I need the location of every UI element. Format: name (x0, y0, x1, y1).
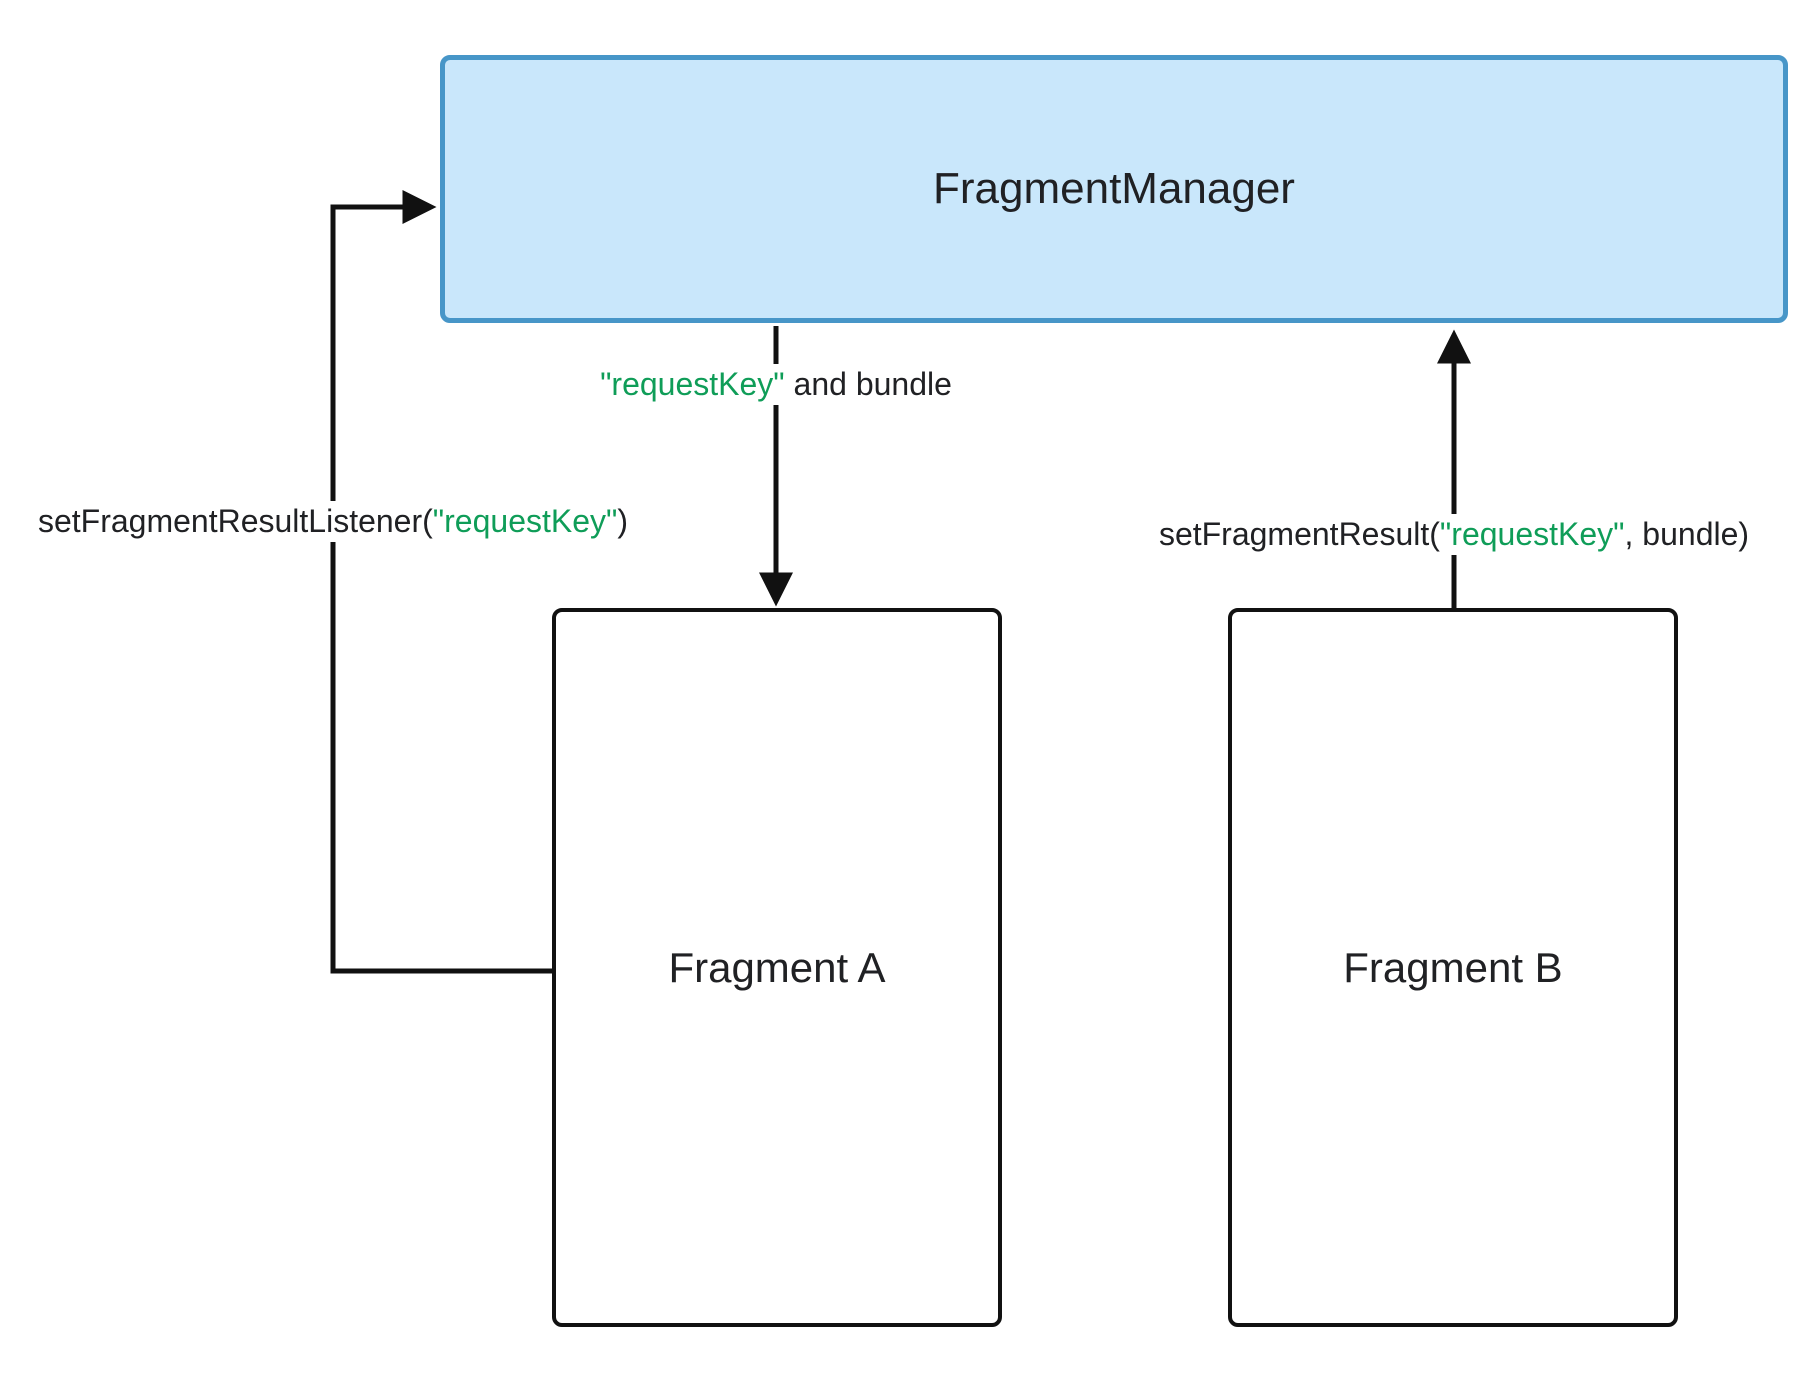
label-suffix-text: , bundle) (1624, 516, 1750, 552)
fragment-a-title: Fragment A (668, 943, 886, 991)
requestkey-green-text: "requestKey" (600, 366, 785, 402)
label-prefix-text: setFragmentResultListener( (37, 503, 433, 539)
fragment-manager-box: FragmentManager (440, 55, 1788, 323)
fragment-manager-title: FragmentManager (933, 164, 1295, 213)
label-suffix-text: and bundle (784, 366, 952, 402)
fragment-b-title: Fragment B (1343, 943, 1563, 991)
label-suffix-text: ) (617, 503, 629, 539)
requestkey-green-text: "requestKey" (432, 503, 618, 539)
label-prefix-text: setFragmentResult( (1158, 516, 1440, 552)
label-set-fragment-result: setFragmentResult("requestKey", bundle) (1152, 514, 1756, 555)
fragment-a-box: Fragment A (552, 608, 1002, 1327)
label-set-fragment-result-listener: setFragmentResultListener("requestKey") (31, 501, 635, 542)
requestkey-green-text: "requestKey" (1439, 516, 1625, 552)
arrow-listener-elbow (330, 190, 552, 974)
label-requestkey-and-bundle: "requestKey" and bundle (594, 364, 958, 405)
fragment-b-box: Fragment B (1228, 608, 1678, 1327)
